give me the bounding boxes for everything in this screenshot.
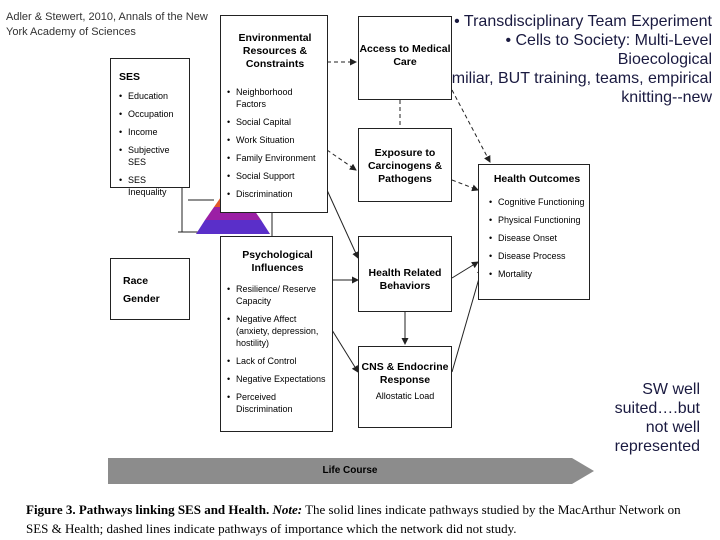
environmental-item: Discrimination [227,188,323,200]
behaviors-title: Health Related Behaviors [368,267,442,292]
race-label: Race [123,275,149,287]
cns-title: CNS & Endocrine Response [361,361,449,386]
environmental-item: Social Support [227,170,323,182]
psychological-item: Negative Expectations [227,373,328,385]
dashed-line-env-exposure [326,149,357,171]
access-title: Access to Medical Care [359,43,451,68]
slide-bullet-text: Transdisciplinary Team Experiment [463,13,712,30]
caption-text: The solid lines indicate pathways studie… [26,502,681,536]
environmental-item: Neighborhood Factors [227,86,323,110]
health-outcomes-item: Physical Functioning [489,214,585,226]
ses-title: SES [119,71,141,83]
psychological-title: Psychological Influences [242,249,313,274]
environmental-items: Neighborhood Factors Social Capital Work… [227,86,323,200]
exposure-title: Exposure to Carcinogens & Pathogens [367,147,443,185]
environmental-item: Social Capital [227,116,323,128]
solid-line-psych-cns [331,329,359,373]
race-gender-box: Race Gender [110,258,190,320]
slide-bullet: • Familiar, BUT training, teams, empiric… [412,69,712,107]
solid-line-cns-outcomes [451,267,484,373]
life-course-label: Life Course [322,465,378,476]
life-course-arrow [108,458,594,484]
psychological-box: Psychological Influences Resilience/ Res… [220,236,333,432]
access-box: Access to Medical Care [358,16,452,100]
environmental-item: Family Environment [227,152,323,164]
cns-box: CNS & Endocrine Response Allostatic Load [358,346,452,428]
figure-caption: Figure 3. Pathways linking SES and Healt… [26,500,706,538]
behaviors-box: Health Related Behaviors [358,236,452,312]
cns-subtitle: Allostatic Load [375,391,435,401]
caption-title: Pathways linking SES and Health. [78,502,270,517]
ses-items: Education Occupation Income Subjective S… [119,90,183,198]
solid-line-behaviors-outcomes [451,261,479,279]
caption-label: Figure 3. [26,502,76,517]
slide-bullet: • Transdisciplinary Team Experiment [454,13,712,30]
ses-item: Occupation [119,108,183,120]
health-outcomes-box: Health Outcomes Cognitive Functioning Ph… [478,164,590,300]
sw-note: SW well suited….but not well represented [614,381,700,455]
ses-item: Subjective SES [119,144,183,168]
ses-item: Income [119,126,183,138]
dashed-line-access-outcomes [451,89,491,163]
caption-note-label: Note: [272,502,303,517]
environmental-box: Environmental Resources & Constraints Ne… [220,15,328,213]
exposure-box: Exposure to Carcinogens & Pathogens [358,128,452,202]
health-outcomes-item: Disease Process [489,250,585,262]
psychological-item: Perceived Discrimination [227,391,328,415]
psychological-items: Resilience/ Reserve Capacity Negative Af… [227,283,328,415]
slide-bullet-list: • Transdisciplinary Team Experiment • Ce… [412,12,712,107]
psychological-item: Resilience/ Reserve Capacity [227,283,328,307]
psychological-item: Negative Affect (anxiety, depression, ho… [227,313,328,349]
health-outcomes-item: Disease Onset [489,232,585,244]
solid-line-env-behaviors [326,189,359,259]
health-outcomes-title: Health Outcomes [493,173,581,185]
dashed-line-exposure-outcomes [451,179,479,192]
ses-item: SES Inequality [119,174,183,198]
psychological-item: Lack of Control [227,355,328,367]
environmental-item: Work Situation [227,134,323,146]
health-outcomes-item: Mortality [489,268,585,280]
citation: Adler & Stewert, 2010, Annals of the New… [6,11,208,38]
slide-bullet-text: Cells to Society: Multi-Level Bioecologi… [515,32,712,68]
health-outcomes-item: Cognitive Functioning [489,196,585,208]
ses-item: Education [119,90,183,102]
environmental-title: Environmental Resources & Constraints [238,32,312,70]
slide-bullet-text: Familiar, BUT training, teams, empirical… [433,70,712,106]
slide-bullet: • Cells to Society: Multi-Level Bioecolo… [505,32,712,68]
gender-label: Gender [123,293,160,305]
ses-box: SES Education Occupation Income Subjecti… [110,58,190,197]
health-outcomes-items: Cognitive Functioning Physical Functioni… [489,196,585,280]
